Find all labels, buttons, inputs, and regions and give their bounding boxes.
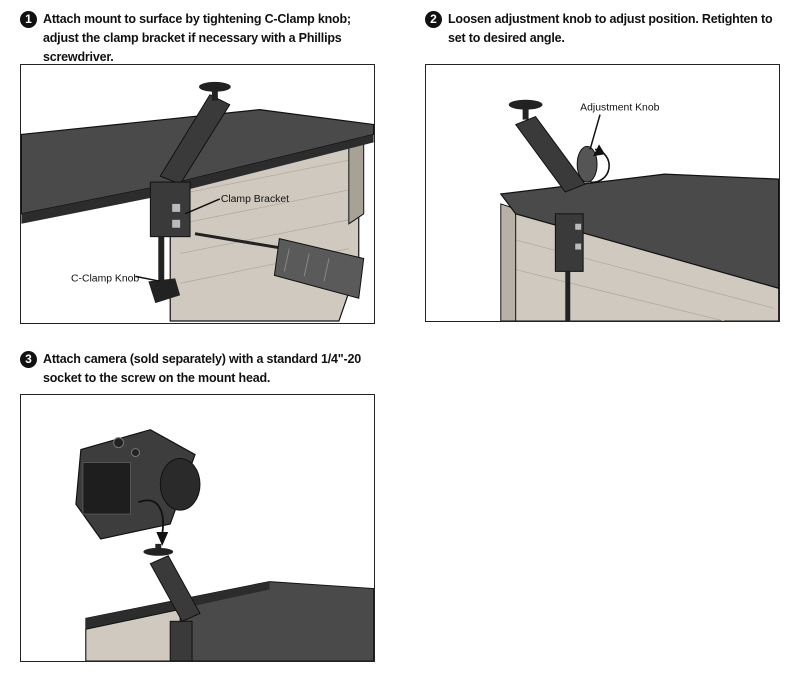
clamp-bracket-label: Clamp Bracket (221, 194, 289, 205)
step-1-caption: Attach mount to surface by tightening C-… (43, 12, 351, 64)
step-3-caption: Attach camera (sold separately) with a s… (43, 352, 361, 385)
step-2-header: 2 Loosen adjustment knob to adjust posit… (425, 10, 785, 48)
c-clamp-knob-label: C-Clamp Knob (71, 273, 139, 284)
step-1-illustration: Clamp Bracket C-Clamp Knob (20, 64, 375, 324)
step-1-header: 1 Attach mount to surface by tightening … (20, 10, 370, 67)
step-3-illustration (20, 394, 375, 662)
step-3-header: 3 Attach camera (sold separately) with a… (20, 350, 370, 388)
step-3-drawing (75, 429, 374, 661)
step-3-number: 3 (20, 351, 37, 368)
step-2-number: 2 (425, 11, 442, 28)
step-2-caption: Loosen adjustment knob to adjust positio… (448, 12, 773, 45)
step-1-number: 1 (20, 11, 37, 28)
adjustment-knob-label: Adjustment Knob (580, 103, 659, 114)
step-1-drawing: Clamp Bracket C-Clamp Knob (21, 81, 374, 322)
step-2-illustration: Adjustment Knob (425, 64, 780, 322)
step-2-drawing: Adjustment Knob (499, 99, 779, 321)
